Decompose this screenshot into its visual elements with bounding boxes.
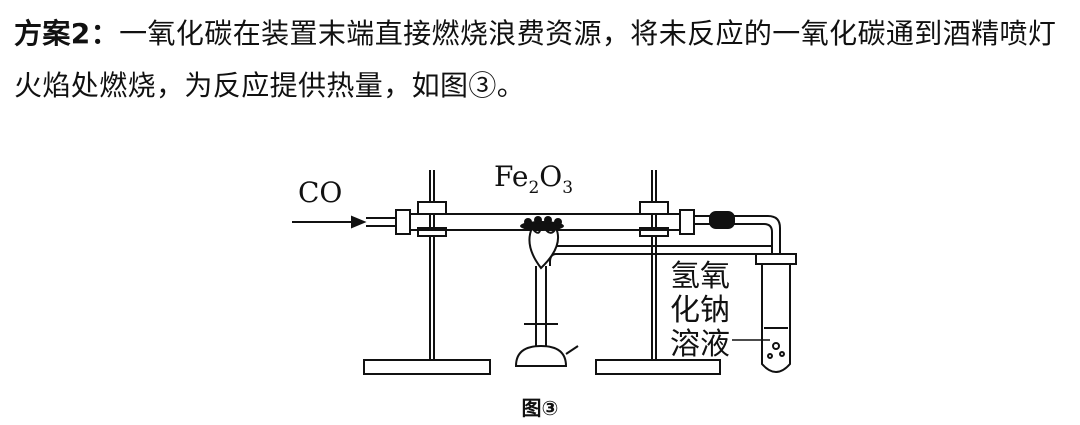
outlet-tube [694, 211, 781, 260]
solution-label-line2: 化钠 [670, 293, 730, 328]
left-iron-stand [363, 170, 491, 375]
scheme-paragraph: 方案2：一氧化碳在装置末端直接燃烧浪费资源，将未反应的一氧化碳通到酒精喷灯火焰处… [14, 8, 1074, 112]
scheme-text: 一氧化碳在装置末端直接燃烧浪费资源，将未反应的一氧化碳通到酒精喷灯火焰处燃烧，为… [14, 17, 1057, 102]
solution-label-line3: 溶液 [670, 327, 730, 362]
fe2o3-powder [520, 216, 564, 231]
solution-label-line1: 氢氧 [670, 259, 730, 294]
test-tube [755, 253, 797, 373]
inlet-arrow [292, 215, 367, 229]
alcohol-blowtorch [514, 266, 579, 367]
co-label: CO [298, 176, 342, 209]
inlet-tube [366, 217, 396, 227]
scheme-label: 方案2： [14, 17, 120, 50]
fe2o3-label: Fe2O3 [494, 160, 573, 198]
figure-caption: 图③ [521, 396, 559, 420]
apparatus-diagram: CO Fe2O3 氢氧 化钠 溶液 [292, 160, 797, 375]
